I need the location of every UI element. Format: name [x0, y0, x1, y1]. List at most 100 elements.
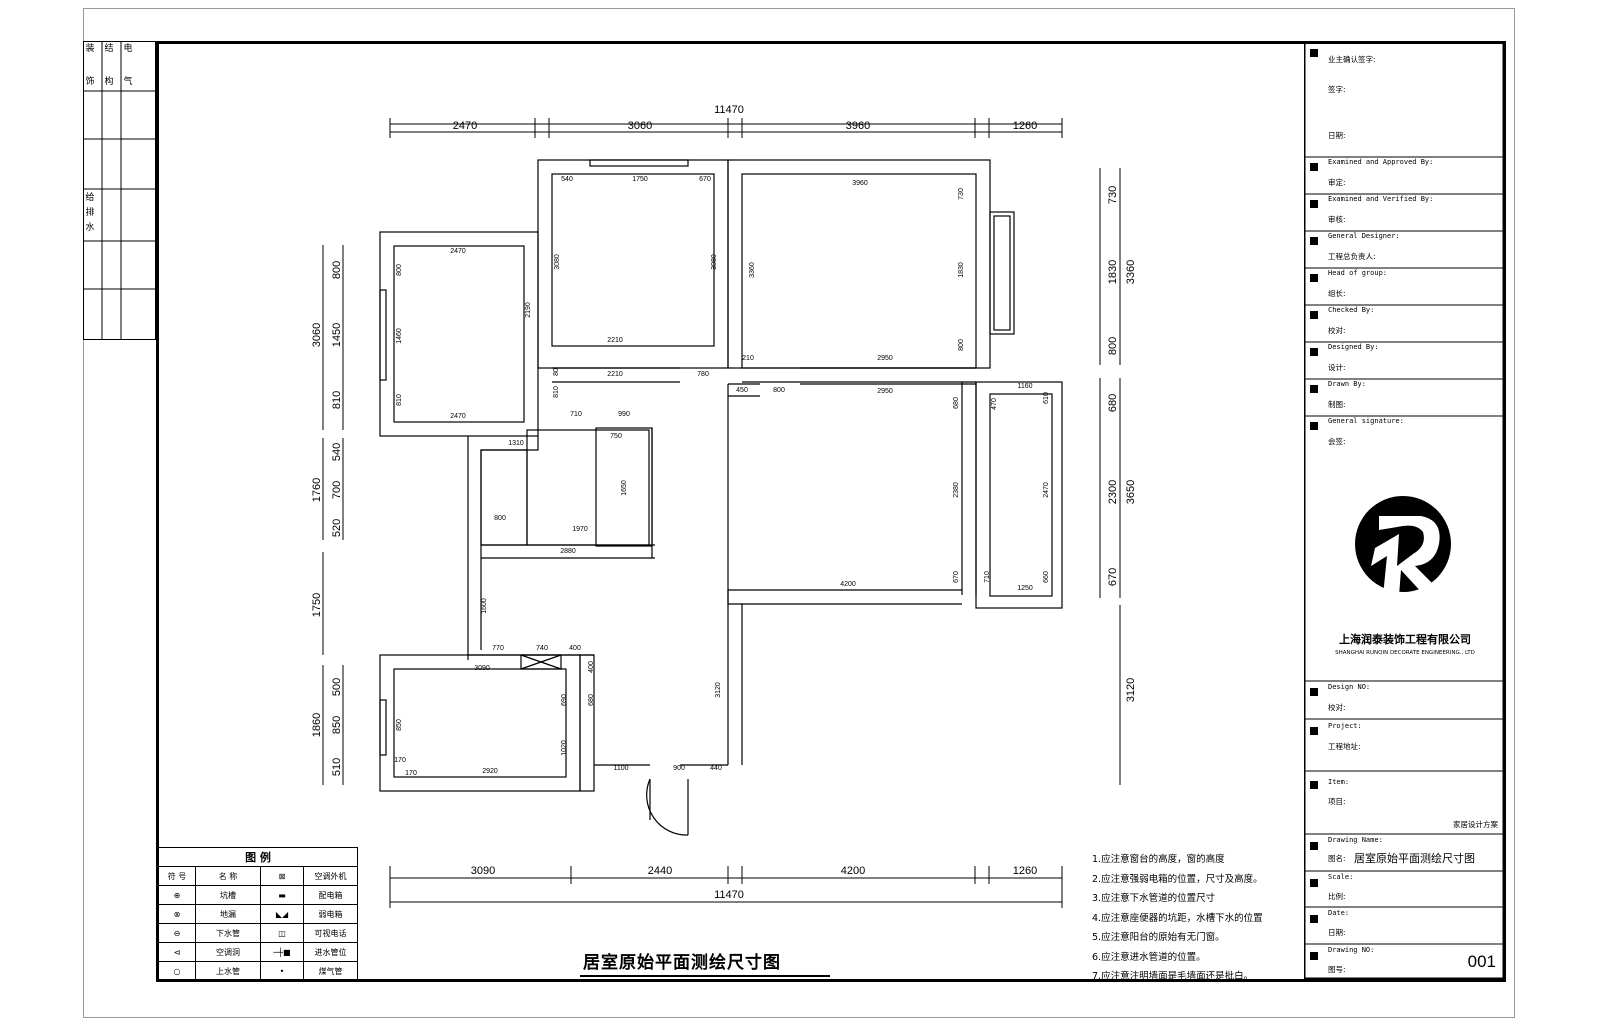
note-1: 1.应注意窗台的高度，窗的高度	[1092, 854, 1225, 865]
sdim-r3-w2: 2950	[877, 355, 893, 362]
sdim-r3-h: 3360	[749, 262, 756, 278]
tb-bullet-icon	[1310, 422, 1318, 430]
tb-bullet-icon	[1310, 274, 1318, 282]
sdim-k-d: 1650	[621, 480, 628, 496]
legend-row-4-name2: 进水管位	[303, 942, 358, 962]
tb-company-en: SHANGHAI RUNQIN DECORATE ENGINEERING., L…	[1335, 650, 1475, 656]
tb-item-value: 家居设计方案	[1453, 820, 1498, 829]
legend-row-2-name2: 弱电箱	[303, 904, 358, 924]
sdim-l-h: 3120	[715, 682, 722, 698]
dim-right-inner-6: 670	[1107, 568, 1119, 586]
legend-row-5-name2: 煤气管	[303, 961, 358, 981]
dim-bottom-total: 11470	[714, 889, 744, 901]
note-2: 2.应注意强弱电箱的位置，尺寸及高度。	[1092, 873, 1263, 885]
sdim-r2-c: 670	[699, 176, 711, 183]
sdim-c-f: 810	[553, 386, 560, 398]
dim-right-outer-2: 3650	[1125, 480, 1137, 504]
sdim-b-e: 670	[953, 571, 960, 583]
sdim-b-d: 2470	[1043, 482, 1050, 498]
strip-col2-top: 结	[104, 44, 114, 54]
dim-left-inner-6: 520	[331, 519, 343, 537]
dim-top-seg-1: 2470	[453, 120, 477, 132]
sdim-c-c: 800	[773, 387, 785, 394]
strip-col2-bottom: 构	[104, 77, 114, 87]
tb-row-7-cn: 制图:	[1328, 400, 1346, 409]
sdim-b-h: 610	[1043, 392, 1050, 404]
wall-bedroom-3	[727, 159, 991, 369]
tb-drawing-name-en: Drawing Name:	[1328, 836, 1383, 844]
walls	[379, 159, 1063, 836]
tb-row-2-en: Examined and Verified By:	[1328, 195, 1434, 203]
tb-drawing-name-value: 居室原始平面测绘尺寸图	[1354, 852, 1475, 865]
drain-pipe-symbol-icon: ⊖	[158, 923, 196, 943]
dim-top-seg-3: 3960	[846, 120, 870, 132]
sdim-r3-w3: 2950	[877, 388, 893, 395]
tb-row-7-en: Drawn By:	[1328, 380, 1366, 388]
dim-right-outer-1: 3360	[1125, 260, 1137, 284]
inlet-pipe-symbol-icon: ─┼■	[260, 942, 304, 962]
legend-row-3-name2: 可视电话	[303, 923, 358, 943]
tb-date-cn: 日期:	[1328, 928, 1346, 937]
title-block-borders	[1304, 41, 1506, 980]
dim-left-inner-3: 810	[331, 391, 343, 409]
sdim-r1-side: 2190	[525, 302, 532, 318]
tb-bullet-icon	[1310, 727, 1318, 735]
tb-drawing-no-cn: 图号:	[1328, 965, 1346, 974]
strip-col1-top: 装	[85, 44, 95, 54]
legend-title: 图 例	[158, 847, 358, 867]
sdim-r2-w: 2210	[607, 337, 623, 344]
sdim-s-c: 400	[569, 645, 581, 652]
tb-row-3-en: General Designer:	[1328, 232, 1400, 240]
tb-row2-2-cn: 工程地址:	[1328, 742, 1361, 751]
dim-left-inner-4: 540	[331, 443, 343, 461]
main-title: 居室原始平面测绘尺寸图	[583, 953, 781, 973]
legend: 图 例 符 号 名 称 ⊠ 空调外机 ⊕ 坑槽 ▬ 配电箱 ⊗ 地漏 ◣◢ 弱电…	[158, 847, 358, 981]
wall-bedroom-2	[537, 159, 729, 369]
tb-row-5-cn: 校对:	[1328, 326, 1346, 335]
dim-left-inner-2: 1450	[331, 323, 343, 347]
distribution-box-symbol-icon: ▬	[260, 885, 304, 905]
sdim-l-v: 1600	[481, 598, 488, 614]
weak-box-symbol-icon: ◣◢	[260, 904, 304, 924]
legend-row-4-name: 空调洞	[195, 942, 261, 962]
tb-row-6-cn: 设计:	[1328, 363, 1346, 372]
legend-header-name: 名 称	[195, 866, 261, 886]
dim-bottom-seg-1: 3090	[471, 865, 495, 877]
tb-row2-3-cn: 项目:	[1328, 797, 1346, 806]
sdim-r3-h1: 730	[958, 188, 965, 200]
tb-row2-3-en: Item:	[1328, 778, 1350, 786]
tb-bullet-icon	[1310, 311, 1318, 319]
company-logo-icon	[1355, 496, 1451, 596]
legend-row-3-name: 下水管	[195, 923, 261, 943]
tb-bullet-icon	[1310, 842, 1318, 850]
dim-bottom-seg-3: 4200	[841, 865, 865, 877]
sdim-k-b: 990	[618, 411, 630, 418]
outer-border	[83, 8, 1515, 1018]
dim-right-outer-3: 3120	[1125, 678, 1137, 702]
sdim-k-g: 2880	[560, 548, 576, 555]
sdim-c-a: 780	[697, 371, 709, 378]
dim-left-inner-1: 800	[331, 261, 343, 279]
sdim-r2-b: 1750	[632, 176, 648, 183]
dim-left-inner-7: 500	[331, 678, 343, 696]
tb-drawing-no-value: 001	[1467, 952, 1496, 971]
tb-row-6-en: Designed By:	[1328, 343, 1379, 351]
dim-top-total: 11470	[714, 104, 744, 116]
dim-right-inner-1: 730	[1107, 186, 1119, 204]
dim-left-outer-3: 1750	[311, 593, 323, 617]
ac-hole-symbol-icon: ⊲	[158, 942, 196, 962]
sdim-b-c: 2380	[953, 482, 960, 498]
sdim-s-a: 770	[492, 645, 504, 652]
tb-row-3-cn: 工程总负责人:	[1328, 252, 1376, 261]
strip-col3-bottom: 气	[123, 77, 133, 87]
note-7: 7.应注意注明墙面是毛墙面还是批白。	[1092, 971, 1254, 982]
dim-left-inner-9: 510	[331, 758, 343, 776]
notes: 1.应注意窗台的高度，窗的高度 2.应注意强弱电箱的位置，尺寸及高度。 3.应注…	[1092, 850, 1302, 987]
legend-header-ac: 空调外机	[303, 866, 358, 886]
dim-left-inner-8: 850	[331, 716, 343, 734]
sdim-k-c: 750	[610, 433, 622, 440]
sdim-c-e: 80	[553, 368, 560, 376]
sdim-r3-w: 3960	[852, 180, 868, 187]
tb-bullet-icon	[1310, 781, 1318, 789]
